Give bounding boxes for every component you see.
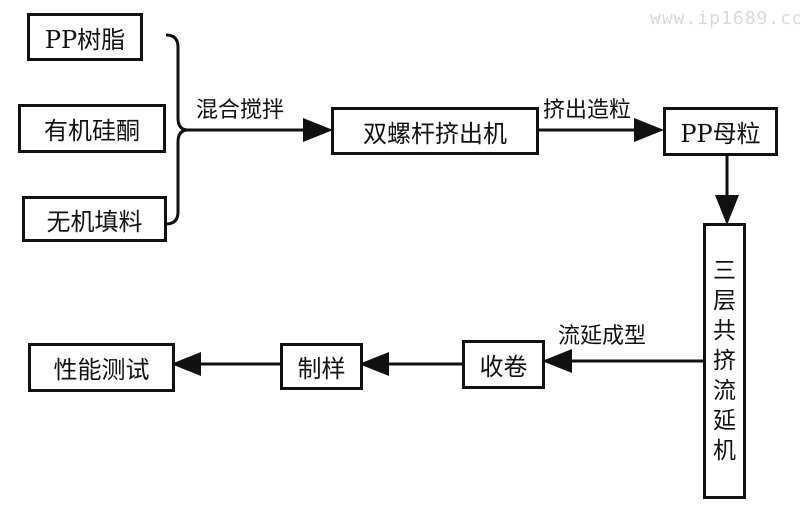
step-label: PP母粒 — [680, 120, 761, 148]
vertical-char: 共 — [713, 318, 736, 344]
step-label: 性能测试 — [53, 356, 150, 384]
input-label: PP树脂 — [44, 25, 126, 54]
step-twin-screw-extruder: 双螺杆挤出机 — [331, 107, 539, 155]
input-label: 无机填料 — [46, 207, 143, 236]
vertical-char: 延 — [713, 408, 736, 434]
input-label: 有机硅酮 — [44, 117, 140, 145]
input-silicone: 有机硅酮 — [18, 104, 166, 153]
vertical-char: 层 — [713, 288, 736, 314]
vertical-char: 机 — [713, 438, 736, 464]
step-coextrusion-casting-machine: 三层共挤流延机 — [703, 223, 746, 499]
input-pp-resin: PP树脂 — [27, 13, 143, 61]
watermark: www.ip1689.com — [650, 8, 800, 29]
vertical-char: 流 — [713, 378, 736, 404]
edge-label-extrusion: 挤出造粒 — [543, 98, 632, 123]
edge-label-mixing: 混合搅拌 — [196, 98, 285, 123]
input-inorganic-filler: 无机填料 — [22, 196, 167, 242]
step-performance-testing: 性能测试 — [28, 343, 175, 392]
step-label: 制样 — [297, 355, 346, 383]
vertical-char: 三 — [713, 258, 736, 284]
step-sampling: 制样 — [280, 343, 363, 390]
vertical-char: 挤 — [713, 348, 736, 374]
merge-brace — [165, 33, 189, 226]
step-label: 收卷 — [479, 353, 528, 381]
step-label: 双螺杆挤出机 — [363, 119, 507, 148]
edge-label-cast-forming: 流延成型 — [558, 324, 647, 349]
step-winding: 收卷 — [462, 340, 545, 389]
step-pp-masterbatch: PP母粒 — [663, 107, 778, 156]
